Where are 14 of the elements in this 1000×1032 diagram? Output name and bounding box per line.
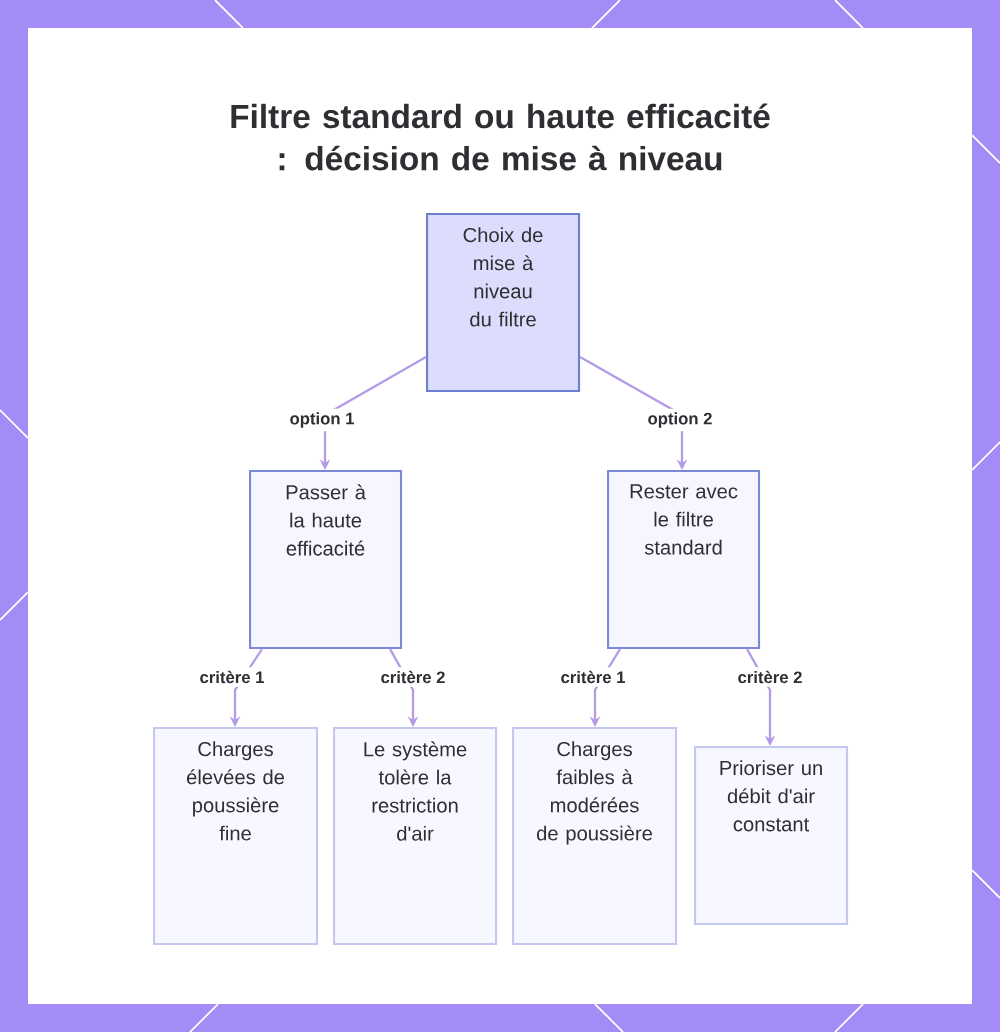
process-box: Passer à la haute efficacité <box>249 470 403 650</box>
process-box: Charges faibles à modérées de poussière <box>512 727 678 946</box>
edge-label: critère 1 <box>196 667 268 687</box>
process-box: Choix de mise à niveau du filtre <box>426 213 581 393</box>
process-box: Prioriser un débit d'air constant <box>694 746 849 926</box>
title: Filtre standard ou haute efficacité : décision de mise à niveau <box>231 103 770 171</box>
edge-label: critère 1 <box>557 667 629 687</box>
edge-label: option 2 <box>644 408 716 432</box>
process-box: Le système tolère la restriction d'air <box>333 727 498 946</box>
edge-label: critère 2 <box>734 667 806 687</box>
process-box: Rester avec le filtre standard <box>607 470 761 650</box>
edge-label: option 1 <box>286 408 358 432</box>
edge-label: critère 2 <box>377 667 449 687</box>
process-box: Charges élevées de poussière fine <box>153 727 319 946</box>
